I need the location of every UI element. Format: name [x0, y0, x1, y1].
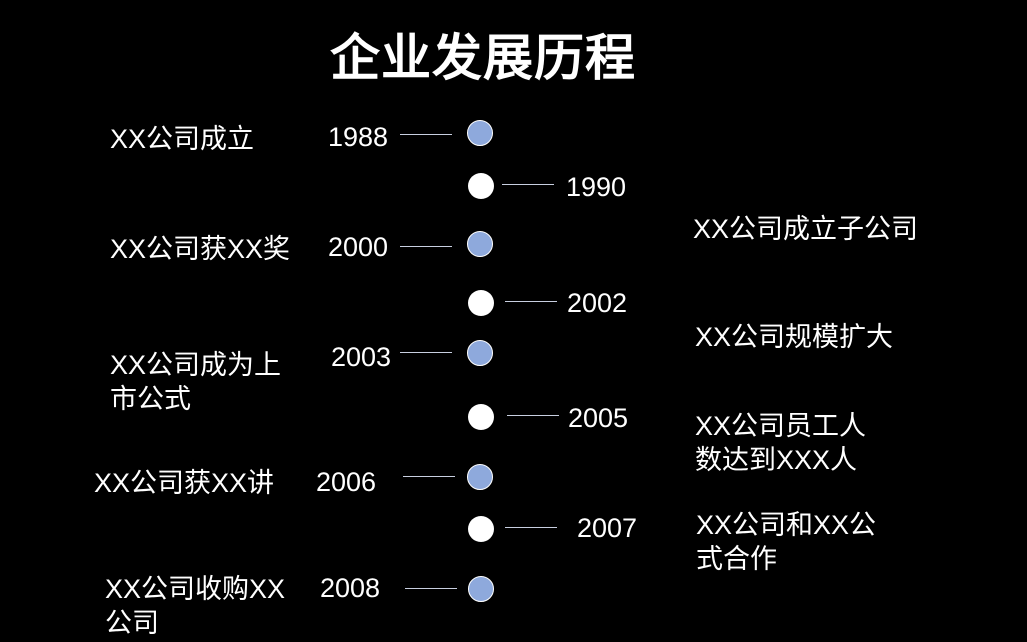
event-description: XX公司获XX讲 — [94, 468, 275, 498]
event-description: XX公司获XX奖 — [110, 234, 291, 264]
connector-line — [505, 301, 557, 302]
event-year: 1988 — [328, 122, 389, 152]
connector-line — [400, 246, 452, 247]
event-description: XX公司成立子公司 — [693, 214, 919, 244]
connector-line — [405, 588, 457, 589]
event-year: 2003 — [331, 342, 392, 372]
timeline-dot-blue — [467, 120, 493, 146]
timeline-dot-white — [468, 516, 494, 542]
connector-line — [505, 527, 557, 528]
connector-line — [400, 134, 452, 135]
event-description: XX公司和XX公 式合作 — [696, 510, 877, 574]
event-year: 2000 — [328, 232, 389, 262]
timeline-dot-blue — [467, 231, 493, 257]
event-year: 2005 — [568, 403, 629, 433]
event-description: XX公司规模扩大 — [695, 322, 894, 352]
timeline-dot-blue — [467, 464, 493, 490]
event-year: 2002 — [567, 288, 628, 318]
timeline-dot-blue — [467, 340, 493, 366]
connector-line — [403, 476, 455, 477]
timeline-dot-white — [468, 173, 494, 199]
connector-line — [400, 352, 452, 353]
page-title: 企业发展历程 — [330, 28, 636, 87]
timeline-dot-white — [468, 404, 494, 430]
event-year: 2006 — [316, 467, 377, 497]
event-year: 1990 — [566, 172, 627, 202]
timeline-dot-white — [468, 290, 494, 316]
event-description: XX公司收购XX 公司 — [105, 574, 286, 638]
event-year: 2007 — [577, 513, 638, 543]
event-description: XX公司成立 — [110, 124, 255, 154]
event-description: XX公司成为上 市公式 — [110, 350, 282, 414]
connector-line — [507, 415, 559, 416]
connector-line — [502, 184, 554, 185]
timeline-dot-blue — [468, 576, 494, 602]
event-description: XX公司员工人 数达到XXX人 — [695, 411, 867, 475]
event-year: 2008 — [320, 573, 381, 603]
